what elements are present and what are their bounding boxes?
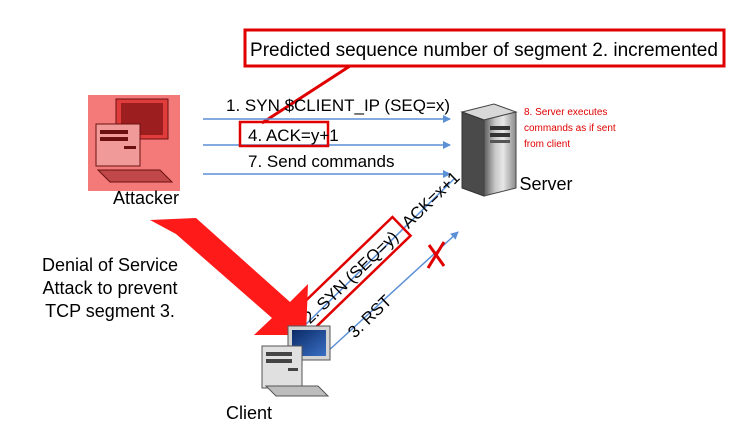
attacker-server-messages: 1. SYN $CLIENT_IP (SEQ=x) 4. ACK=y+1 7. … — [203, 96, 451, 178]
callout-box — [243, 28, 726, 68]
cross-icon — [426, 241, 446, 269]
callout-pointer — [261, 64, 351, 125]
rst-label-group: 3. RST — [344, 291, 395, 341]
msg-syn-spoofed: 1. SYN $CLIENT_IP (SEQ=x) — [226, 96, 450, 115]
server-note-line2: commands as if sent — [524, 123, 616, 134]
client-node: Client — [226, 325, 331, 423]
msg-send-commands: 7. Send commands — [248, 152, 394, 171]
dos-label: Denial of Service Attack to prevent TCP … — [42, 255, 178, 321]
dos-label-line3: TCP segment 3. — [45, 301, 175, 321]
server-note: 8. Server executes commands as if sent f… — [524, 107, 616, 150]
msg-ack-predicted: 4. ACK=y+1 — [248, 126, 339, 145]
attacker-node: Attacker — [88, 95, 180, 208]
callout: Predicted sequence number of segment 2. … — [243, 28, 726, 125]
ack-highlight-box — [238, 120, 330, 148]
dos-label-line2: Attack to prevent — [42, 278, 177, 298]
callout-text: Predicted sequence number of segment 2. … — [250, 40, 718, 61]
server-client-messages: 2. SYN (SEQ=y) ACK=x+1 3. RST — [289, 168, 464, 353]
dos-arrow — [150, 218, 308, 335]
arrow-syn-ack — [296, 177, 456, 334]
msg-rst: 3. RST — [344, 291, 395, 341]
dos-label-line1: Denial of Service — [42, 255, 178, 275]
msg-syn-ack-part2: ACK=x+1 — [398, 168, 464, 232]
server-note-line1: 8. Server executes — [524, 107, 607, 118]
server-note-line3: from client — [524, 139, 570, 150]
client-label: Client — [226, 403, 272, 423]
attacker-label: Attacker — [113, 188, 179, 208]
server-label: Server — [519, 174, 572, 194]
computer-icon — [261, 325, 331, 397]
server-tower-icon — [460, 103, 518, 197]
computer-icon — [95, 98, 174, 183]
server-node: Server 8. Server executes commands as if… — [460, 103, 616, 197]
